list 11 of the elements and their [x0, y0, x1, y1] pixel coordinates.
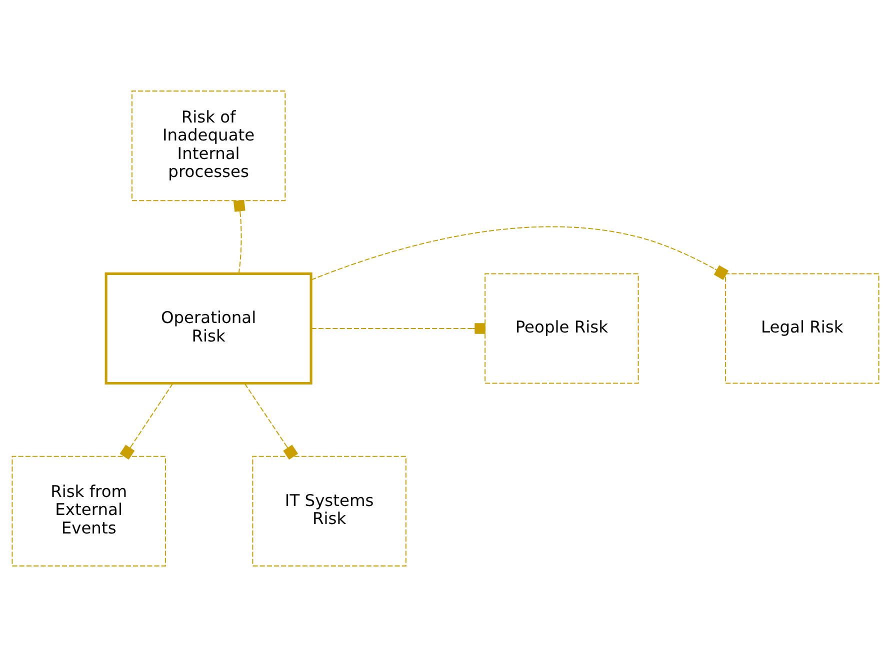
connector — [120, 382, 174, 460]
node-box: Legal Risk — [725, 272, 880, 384]
node-box: Operational Risk — [104, 272, 312, 384]
node-box: Risk from External Events — [12, 455, 166, 566]
node-box: IT Systems Risk — [252, 455, 406, 566]
connector — [311, 322, 486, 334]
node-box: People Risk — [484, 272, 639, 384]
node-box: Risk of Inadequate Internal processes — [131, 90, 286, 201]
connector — [311, 226, 729, 280]
connector — [233, 199, 246, 274]
connector — [244, 382, 298, 460]
